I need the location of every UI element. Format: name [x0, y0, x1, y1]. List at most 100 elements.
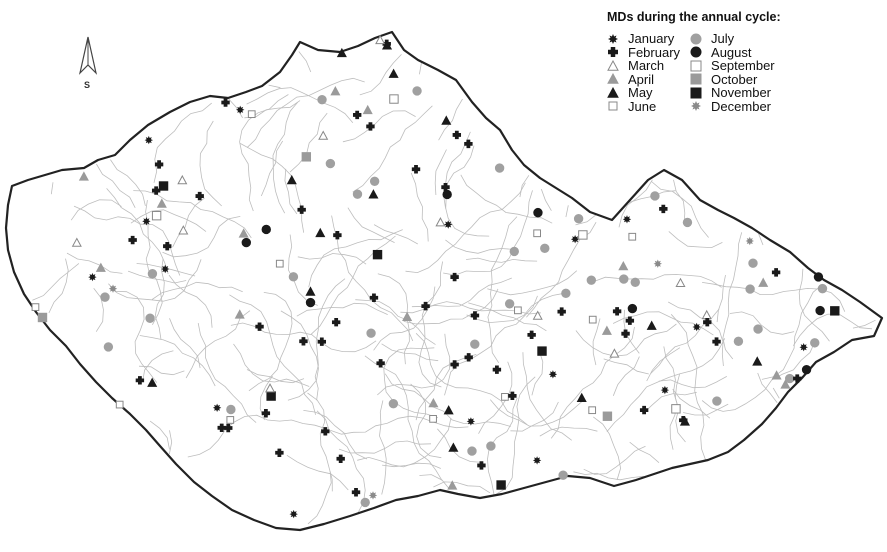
station-marker — [830, 306, 840, 316]
station-marker — [561, 288, 571, 299]
station-marker — [100, 292, 110, 302]
station-marker — [443, 405, 454, 415]
station-marker — [351, 488, 361, 497]
country-border — [4, 30, 884, 532]
river-line — [550, 326, 635, 439]
station-marker — [103, 342, 114, 352]
station-marker — [368, 491, 378, 500]
station-marker — [441, 115, 452, 125]
river-line — [668, 231, 723, 249]
river-line — [758, 233, 764, 246]
station-marker — [653, 259, 662, 268]
station-marker — [389, 94, 399, 104]
station-marker — [88, 272, 97, 282]
river-line — [357, 418, 452, 468]
station-marker — [266, 391, 276, 401]
station-marker — [147, 269, 158, 279]
station-marker — [352, 189, 363, 199]
river-line — [729, 311, 795, 335]
river-line — [487, 270, 578, 296]
river-line — [606, 338, 726, 432]
station-marker — [780, 379, 791, 389]
river-line — [127, 270, 187, 284]
river-line — [668, 301, 724, 367]
station-marker — [261, 409, 271, 418]
circle-grey-icon — [690, 33, 702, 45]
river-line — [296, 302, 388, 317]
river-line — [260, 140, 284, 197]
river-line — [410, 383, 442, 459]
station-marker — [612, 307, 622, 316]
river-line — [419, 62, 422, 75]
river-line — [418, 261, 443, 388]
station-marker — [628, 232, 637, 241]
station-marker — [464, 353, 473, 362]
river-line — [169, 430, 173, 454]
river-line — [701, 341, 816, 412]
river-line — [489, 399, 583, 427]
river-line — [355, 299, 436, 345]
station-marker — [793, 374, 802, 383]
station-marker — [646, 320, 657, 330]
river-line — [565, 205, 569, 218]
square-open-icon — [690, 60, 702, 72]
river-line — [228, 98, 243, 119]
station-marker — [748, 258, 758, 268]
river-line — [539, 426, 598, 437]
station-marker — [236, 105, 245, 114]
river-line — [308, 229, 403, 288]
station-marker — [448, 442, 459, 452]
river-line — [603, 358, 649, 375]
station-marker — [508, 391, 517, 401]
marker-layer — [31, 34, 840, 519]
station-marker — [675, 277, 686, 288]
station-marker — [660, 385, 670, 395]
station-marker — [467, 446, 477, 456]
station-marker — [375, 34, 386, 45]
river-line — [316, 410, 366, 513]
station-marker — [366, 122, 375, 131]
north-arrow-label: S — [84, 80, 91, 90]
river-line — [272, 101, 299, 214]
legend-label: May — [628, 85, 653, 100]
river-line — [151, 281, 243, 300]
station-marker — [264, 383, 276, 393]
station-marker — [712, 337, 721, 346]
river-line — [411, 277, 512, 308]
station-marker — [703, 317, 712, 327]
river-line — [32, 263, 80, 301]
station-marker — [255, 322, 264, 331]
legend-label: July — [711, 31, 735, 46]
legend-label: September — [711, 58, 775, 73]
river-line — [466, 257, 538, 263]
river-line — [519, 175, 530, 198]
river-line — [575, 214, 597, 226]
river-line — [445, 239, 514, 254]
river-line — [246, 77, 365, 148]
river-line — [307, 470, 332, 525]
station-marker — [158, 181, 169, 191]
river-line — [495, 376, 536, 495]
station-marker — [464, 139, 473, 149]
north-arrow-icon — [78, 36, 98, 75]
river-line — [381, 343, 439, 362]
station-marker — [477, 461, 486, 470]
station-marker — [144, 135, 153, 145]
river-line — [573, 471, 644, 481]
station-marker — [305, 286, 316, 296]
river-line — [410, 172, 429, 242]
river-line — [162, 216, 241, 258]
river-line — [239, 94, 289, 212]
river-line — [93, 288, 104, 332]
circle-dark-icon — [690, 46, 702, 58]
legend-label: March — [628, 58, 665, 73]
station-marker — [321, 427, 330, 436]
river-line — [373, 286, 436, 351]
legend-label: February — [628, 44, 681, 60]
plus-dark-icon — [608, 47, 618, 58]
station-marker — [376, 359, 385, 368]
station-marker — [299, 337, 308, 346]
legend-label: January — [628, 31, 675, 46]
station-marker — [161, 264, 170, 274]
